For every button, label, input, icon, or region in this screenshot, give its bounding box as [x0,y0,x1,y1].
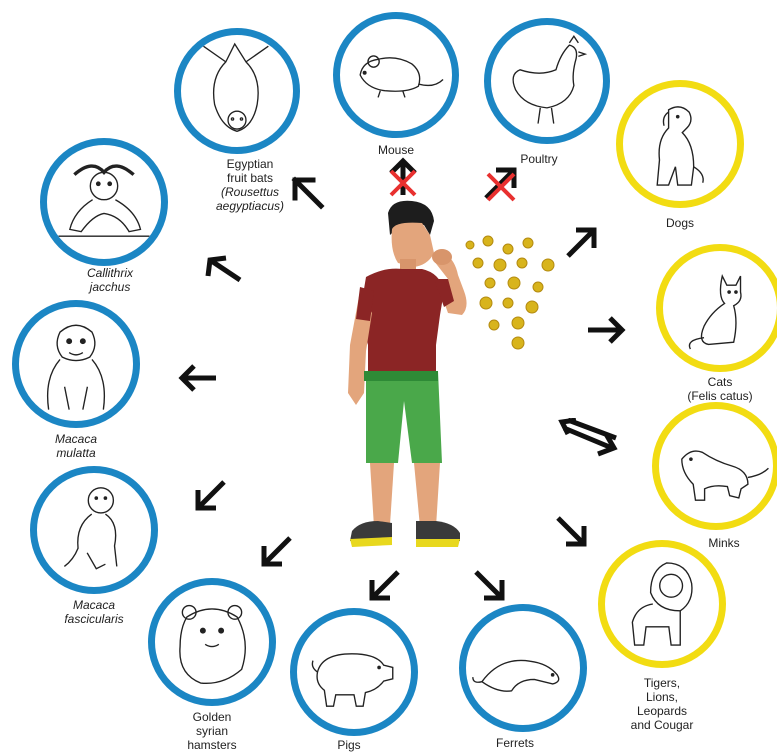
hamsters-circle [148,578,276,706]
lion-icon [605,547,719,661]
arrow-to-mouse-blocked [383,155,423,200]
macaca-fascicularis-label: Macaca fascicularis [24,598,164,626]
arrow-to-big-cats [552,512,592,552]
macaca-mulatta-circle [12,300,140,428]
hamster-icon [155,585,269,699]
cats-circle [656,244,777,372]
mink-icon [659,409,773,523]
mouse-circle [333,12,459,138]
arrow-to-hamsters [256,532,296,572]
arrow-to-callithrix [202,250,244,286]
coughing-man-figure [330,195,470,550]
cats-label: Cats (Felis catus) [650,375,777,403]
ferret-icon [466,611,580,725]
bat-circle [174,28,300,154]
macaca-mulatta-label: Macaca mulatta [6,432,146,460]
chicken-icon [491,25,603,137]
pigs-circle [290,608,418,736]
arrow-to-poultry-blocked [480,162,522,204]
poultry-circle [484,18,610,144]
ferrets-circle [459,604,587,732]
arrow-to-minks-bidirectional [558,418,622,462]
hamsters-label: Golden syrian hamsters [142,710,282,752]
big-cats-label: Tigers, Lions, Leopards and Cougar [592,676,732,732]
marmoset-icon [47,145,161,259]
arrow-to-pigs [364,566,404,606]
mouse-icon [340,19,452,131]
ferrets-label: Ferrets [445,736,585,750]
arrow-to-bats [287,172,327,212]
arrow-to-macaca-mulatta [176,360,220,396]
cat-icon [663,251,777,365]
bat-icon [181,35,293,147]
monkey-icon [19,307,133,421]
arrow-to-macaca-fascicularis [190,476,230,516]
pigs-label: Pigs [279,738,419,752]
arrow-to-dogs [562,222,602,262]
arrow-to-ferrets [470,566,510,606]
minks-circle [652,402,777,530]
dog-icon [623,87,737,201]
dogs-circle [616,80,744,208]
monkey-icon [37,473,151,587]
dogs-label: Dogs [610,216,750,230]
arrow-to-cats [584,312,628,348]
callithrix-circle [40,138,168,266]
pig-icon [297,615,411,729]
macaca-fascicularis-circle [30,466,158,594]
big-cats-circle [598,540,726,668]
virus-particles [460,235,570,360]
callithrix-label: Callithrix jacchus [40,266,180,294]
